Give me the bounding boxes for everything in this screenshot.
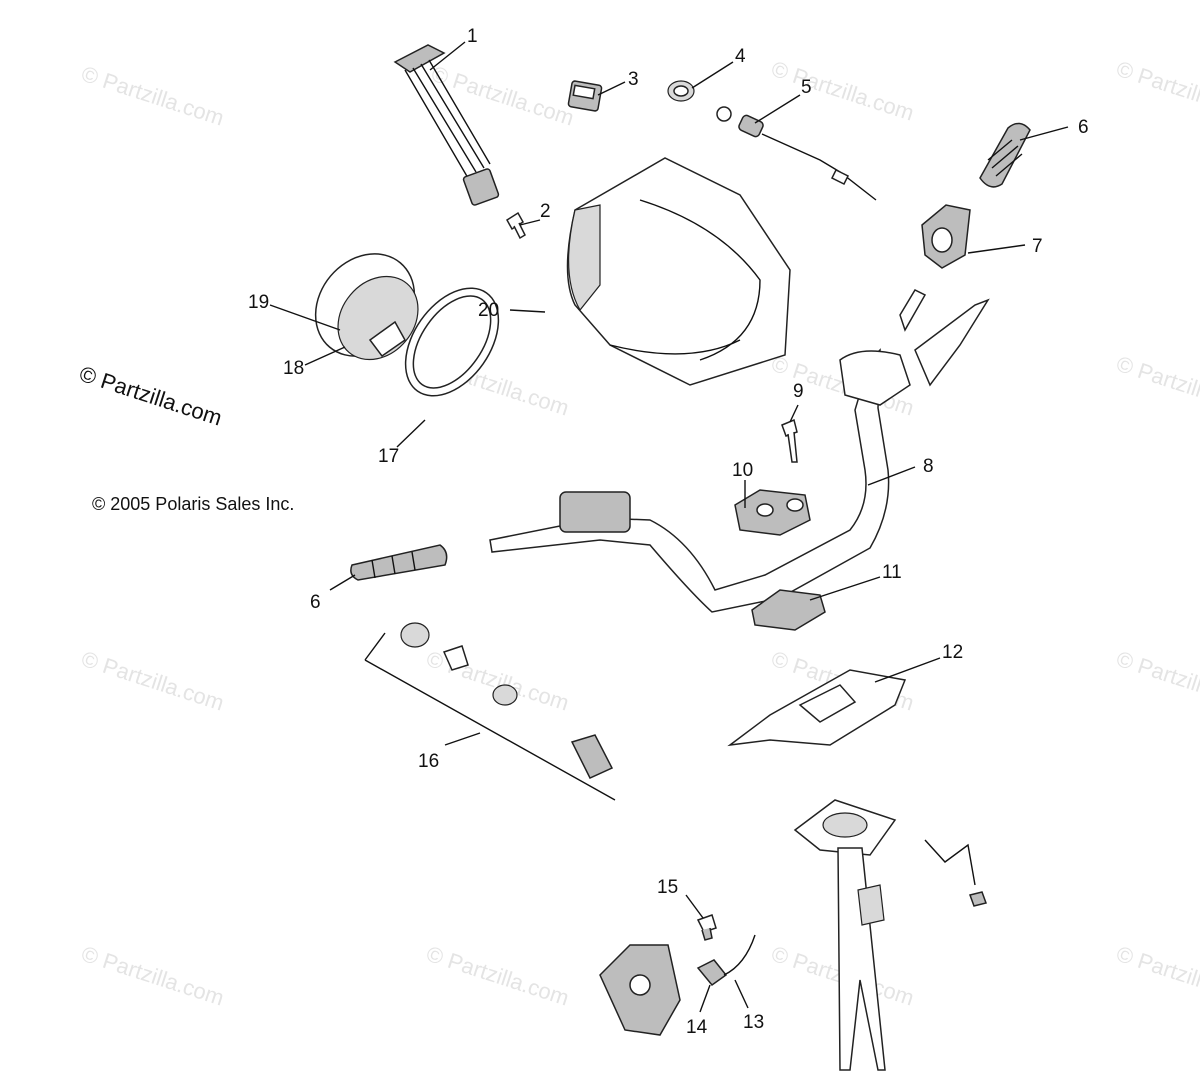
callout-19: 19 bbox=[248, 292, 269, 313]
part-10-upper-clamp bbox=[734, 489, 811, 536]
part-7-switch-housing bbox=[921, 204, 971, 269]
part-17-gasket bbox=[404, 287, 500, 397]
watermark: © Partzilla.com bbox=[423, 941, 572, 1011]
part-16-ignition-kit bbox=[364, 622, 616, 801]
callout-8: 8 bbox=[923, 456, 934, 477]
callout-10: 10 bbox=[732, 460, 753, 481]
callout-7: 7 bbox=[1032, 236, 1043, 257]
leader-lines bbox=[269, 41, 1069, 1013]
part-18-19-gauge bbox=[314, 253, 419, 361]
callout-1: 1 bbox=[467, 26, 478, 47]
part-9-bolt bbox=[781, 418, 798, 463]
part-13-14-15-hardware bbox=[696, 914, 756, 987]
callout-2: 2 bbox=[540, 201, 551, 222]
watermark: © Partzilla.com bbox=[78, 646, 227, 716]
part-5-throttle-cable bbox=[716, 106, 877, 201]
callout-12: 12 bbox=[942, 642, 963, 663]
part-12-mounting-plate bbox=[727, 669, 907, 747]
part-8-handlebar bbox=[489, 289, 990, 613]
part-6-right-grip bbox=[979, 122, 1031, 188]
watermark: © Partzilla.com bbox=[78, 941, 227, 1011]
part-brake-caliper bbox=[599, 944, 681, 1036]
copyright-site: © Partzilla.com bbox=[76, 361, 225, 431]
callout-4: 4 bbox=[735, 46, 746, 67]
part-20-handlebar-cover bbox=[566, 157, 791, 386]
part-4-grommet bbox=[667, 80, 695, 102]
watermark: © Partzilla.com bbox=[1113, 56, 1200, 126]
callout-18: 18 bbox=[283, 358, 304, 379]
callout-6-left: 6 bbox=[310, 592, 321, 613]
watermark: © Partzilla.com bbox=[1113, 941, 1200, 1011]
part-2-screw bbox=[506, 211, 526, 240]
part-steering-post bbox=[793, 799, 987, 1071]
callout-17: 17 bbox=[378, 446, 399, 467]
callout-5: 5 bbox=[801, 77, 812, 98]
callout-3: 3 bbox=[628, 69, 639, 90]
part-3-switch bbox=[567, 80, 603, 112]
callout-15: 15 bbox=[657, 877, 678, 898]
part-1-wire-harness bbox=[393, 44, 500, 206]
callout-13: 13 bbox=[743, 1012, 764, 1033]
callout-6-right: 6 bbox=[1078, 117, 1089, 138]
callout-labels: 1 2 3 4 5 6 7 8 9 10 11 12 13 14 15 16 1… bbox=[248, 26, 1089, 1038]
callout-9: 9 bbox=[793, 381, 804, 402]
part-6-left-grip bbox=[350, 544, 448, 581]
watermark: © Partzilla.com bbox=[78, 61, 227, 131]
part-11-lower-clamp bbox=[751, 589, 826, 631]
callout-20: 20 bbox=[478, 300, 499, 321]
watermark: © Partzilla.com bbox=[1113, 646, 1200, 716]
callout-14: 14 bbox=[686, 1017, 708, 1038]
callout-11: 11 bbox=[882, 562, 902, 583]
copyright-owner: © 2005 Polaris Sales Inc. bbox=[92, 494, 294, 514]
watermark: © Partzilla.com bbox=[768, 56, 917, 126]
callout-16: 16 bbox=[418, 751, 439, 772]
watermark: © Partzilla.com bbox=[1113, 351, 1200, 421]
